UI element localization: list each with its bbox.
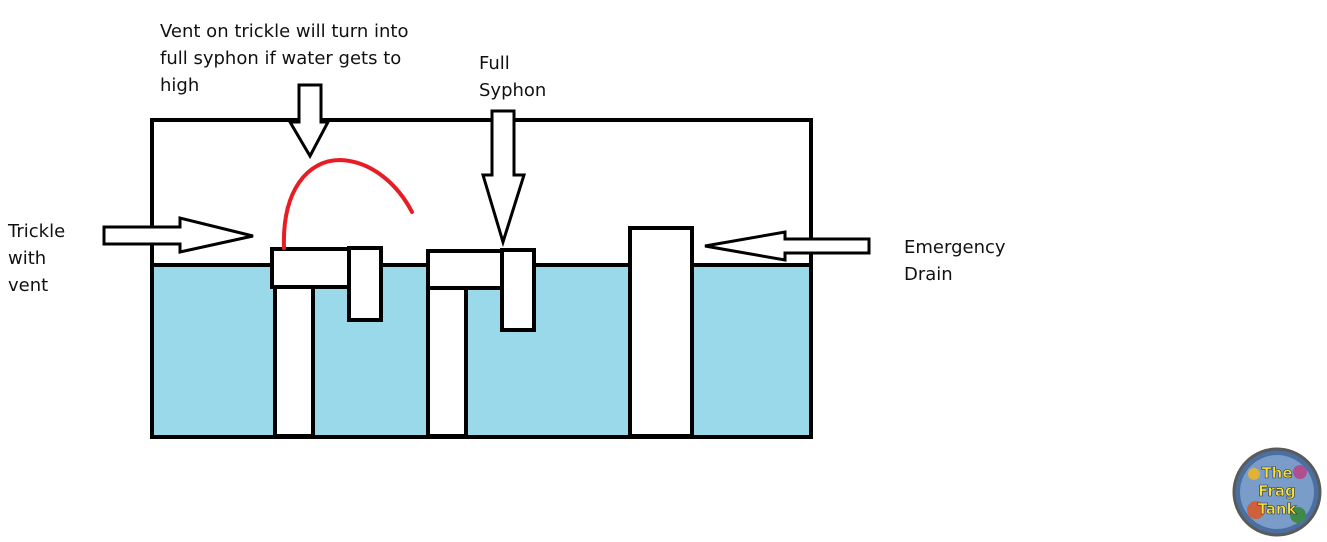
svg-text:Frag: Frag <box>1258 482 1296 500</box>
svg-text:Tank: Tank <box>1257 500 1297 518</box>
overflow-box <box>150 118 813 439</box>
the-frag-tank-logo: The Frag Tank <box>1232 447 1322 537</box>
full-syphon-pipe <box>426 248 536 438</box>
emergency-drain-label: Emergency Drain <box>904 237 1006 285</box>
vent-note-label: Vent on trickle will turn into full syph… <box>160 21 409 96</box>
svg-text:The: The <box>1261 464 1292 482</box>
trickle-label: Trickle with vent <box>8 221 66 296</box>
syphon-arrow <box>480 109 527 248</box>
full-syphon-label: Full Syphon <box>479 53 547 101</box>
trickle-arrow <box>102 216 254 254</box>
emergency-drain-pipe <box>628 226 694 438</box>
vent-curve <box>281 157 414 250</box>
emergency-arrow <box>704 230 871 262</box>
trickle-pipe <box>270 246 383 438</box>
water <box>152 265 811 437</box>
vent-arrow <box>287 83 331 160</box>
